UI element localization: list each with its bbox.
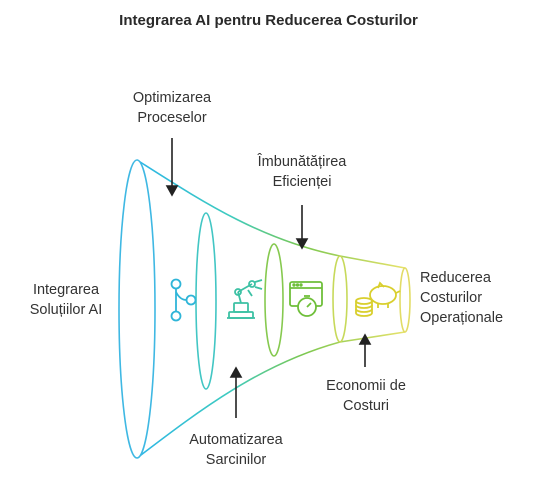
arrow-efficiency	[295, 205, 309, 250]
segment-divider-1	[195, 212, 217, 390]
stopwatch-browser-icon	[289, 281, 323, 317]
label-savings: Economii de Costuri	[326, 378, 406, 414]
funnel-mouth	[118, 159, 156, 459]
arrow-process-optimization	[165, 138, 179, 197]
funnel-bottom-edge	[136, 331, 406, 459]
piggy-bank-coins-icon	[355, 281, 401, 317]
arrow-automation	[229, 366, 243, 418]
label-start: Integrarea Soluțiilor AI	[29, 282, 103, 318]
funnel-end	[399, 267, 411, 333]
network-icon	[170, 278, 197, 322]
label-process-optimization: Optimizarea Proceselor	[132, 90, 212, 126]
arrow-savings	[358, 333, 372, 367]
label-automation: Automatizarea Sarcinilor	[189, 432, 283, 468]
segment-divider-2	[264, 243, 284, 357]
label-end: Reducerea Costurilor Operaționale	[420, 270, 504, 326]
funnel-top-edge	[136, 159, 406, 269]
label-efficiency: Îmbunătățirea Eficienței	[257, 154, 347, 190]
diagram-title: Integrarea AI pentru Reducerea Costurilo…	[119, 12, 418, 29]
segment-divider-3	[332, 255, 348, 343]
robot-arm-icon	[227, 279, 263, 319]
